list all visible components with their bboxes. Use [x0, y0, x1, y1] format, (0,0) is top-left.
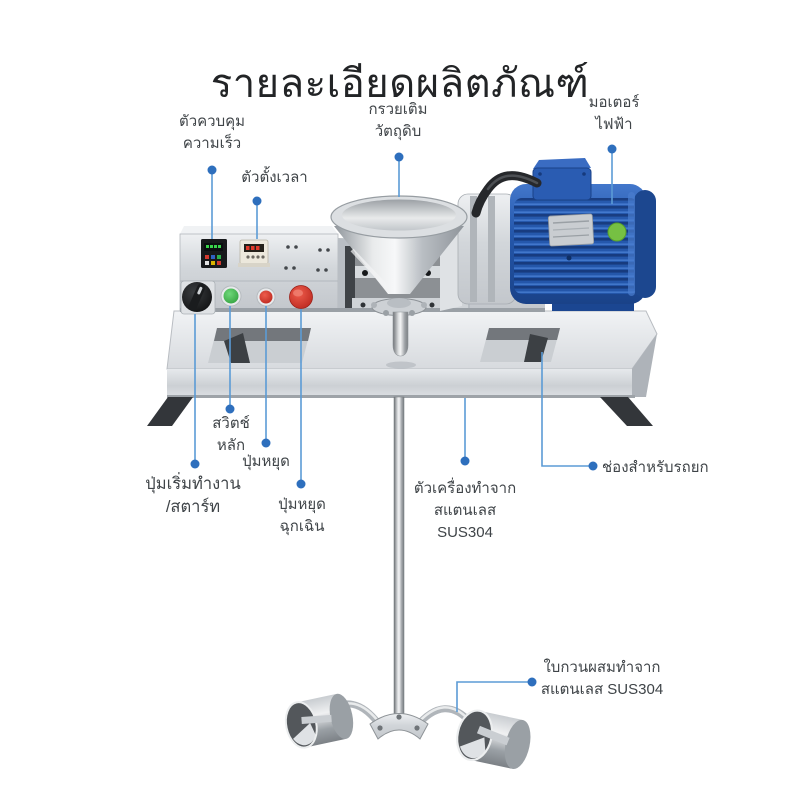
funnel-spout	[392, 311, 409, 357]
hopper-funnel	[330, 195, 468, 369]
motor-fins	[514, 198, 638, 294]
label-hopper: กรวยเติม วัตถุดิบ	[342, 99, 454, 143]
blade-cylinder-left	[284, 693, 354, 749]
label-machine-body: ตัวเครื่องทำจาก สแตนเลส SUS304	[404, 478, 526, 544]
housing-base-line	[180, 308, 545, 312]
funnel-bowl-interior	[342, 199, 456, 231]
label-mixing-blade-line2: สแตนเลส SUS304	[540, 681, 664, 698]
label-main-switch-line1: สวิตช์	[212, 415, 250, 432]
motor-junction-box	[532, 158, 592, 201]
forklift-slot-left	[208, 328, 311, 363]
funnel-cone	[334, 226, 464, 294]
panel-screws	[284, 245, 330, 272]
callout-connectors	[194, 149, 613, 712]
label-mixing-blade-line1: ใบกวนผสมทำจาก	[543, 659, 661, 676]
timer-device	[238, 239, 270, 267]
table-leg-right	[600, 397, 653, 426]
label-emergency-stop-line1: ปุ่มหยุด	[278, 496, 326, 513]
mixing-blades	[284, 693, 531, 770]
label-stop-button-line1: ปุ่มหยุด	[242, 453, 290, 470]
stop-push-button	[256, 287, 276, 307]
table-bottom-edge	[167, 395, 635, 398]
blade-center-bracket	[369, 713, 429, 740]
label-motor: มอเตอร์ ไฟฟ้า	[558, 92, 670, 136]
table-front-face	[167, 369, 632, 397]
label-emergency-stop-line2: ฉุกเฉิน	[279, 518, 325, 535]
rotary-start-switch	[180, 280, 216, 315]
motor-green-sticker	[607, 222, 627, 242]
blade-cylinder-right	[456, 709, 531, 770]
motor-flange	[457, 193, 517, 305]
label-speed-controller: ตัวควบคุม ความเร็ว	[152, 111, 272, 155]
main-switch-button	[220, 285, 242, 307]
spout-shadow	[386, 361, 416, 369]
label-machine-body-line2: สแตนเลส SUS304	[433, 502, 497, 541]
label-timer-line1: ตัวตั้งเวลา	[241, 169, 308, 186]
control-box-top	[180, 226, 338, 234]
label-hopper-line1: กรวยเติม	[368, 101, 428, 118]
label-speed-controller-line1: ตัวควบคุม	[178, 113, 246, 130]
callout-line-blade	[456, 681, 531, 712]
label-forklift-slot-line1: ช่องสำหรับรถยก	[602, 459, 709, 476]
label-machine-body-line1: ตัวเครื่องทำจาก	[413, 480, 517, 497]
motor-end-cap	[634, 190, 656, 298]
electric-motor	[440, 158, 656, 311]
emergency-stop-push-button	[289, 285, 313, 309]
label-timer: ตัวตั้งเวลา	[222, 167, 327, 189]
speed-controller-device	[201, 239, 227, 268]
label-speed-controller-line2: ความเร็ว	[182, 135, 242, 152]
page-title: รายละเอียดผลิตภัณฑ์	[210, 61, 590, 106]
callout-dots	[190, 144, 617, 687]
label-emergency-stop: ปุ่มหยุด ฉุกเฉิน	[261, 494, 343, 538]
callout-line-forklift	[541, 352, 592, 467]
motor-vent-hole	[566, 255, 572, 261]
label-mixing-blade: ใบกวนผสมทำจาก สแตนเลส SUS304	[538, 657, 666, 701]
label-motor-line1: มอเตอร์	[588, 94, 640, 111]
forklift-slot-right	[480, 328, 560, 362]
label-main-switch: สวิตช์ หลัก	[196, 413, 266, 457]
label-motor-line2: ไฟฟ้า	[595, 116, 633, 133]
table-right-edge	[632, 334, 657, 397]
label-start-button-line2: /สตาร์ท	[165, 498, 221, 516]
label-start-button: ปุ่มเริ่มทำงาน /สตาร์ท	[130, 473, 256, 519]
label-stop-button: ปุ่มหยุด	[226, 451, 306, 473]
mixer-shaft	[393, 396, 405, 720]
label-start-button-line1: ปุ่มเริ่มทำงาน	[145, 475, 241, 493]
label-hopper-line2: วัตถุดิบ	[374, 123, 422, 140]
label-main-switch-line2: หลัก	[216, 437, 246, 454]
label-forklift-slot: ช่องสำหรับรถยก	[602, 457, 732, 479]
table-leg-left	[147, 397, 193, 426]
